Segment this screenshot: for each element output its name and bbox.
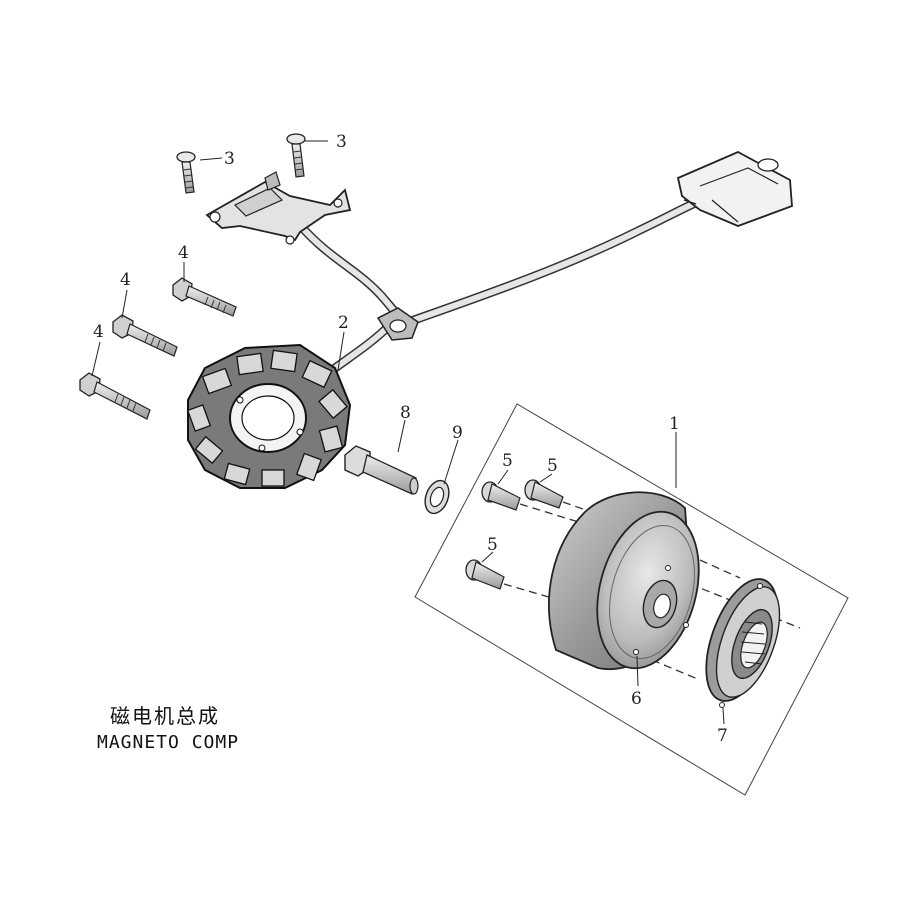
flywheel-group-frame — [414, 403, 849, 796]
callout-flywheel: 1 — [669, 414, 680, 434]
flywheel-bolt — [344, 445, 419, 495]
clutch-screw-lower — [465, 559, 505, 590]
callout-stator-harness: 2 — [338, 313, 349, 333]
callout-clutch-screw-upper-right: 5 — [547, 456, 558, 476]
washer — [424, 479, 450, 515]
harness-clamp — [376, 307, 419, 341]
leader-lines — [91, 140, 725, 725]
bracket-screw-right — [286, 133, 306, 178]
stator — [186, 343, 352, 489]
callout-stator-bolt-bottom: 4 — [93, 322, 104, 342]
callout-flywheel-bolt: 8 — [400, 403, 411, 423]
stator-bolt-top — [172, 277, 237, 317]
callout-clutch-screw-upper-left: 5 — [502, 451, 513, 471]
harness-connector — [676, 151, 793, 227]
flywheel-rotor — [548, 491, 700, 670]
callout-bracket-screw-right: 3 — [336, 132, 347, 152]
callout-bracket-screw-left: 3 — [224, 149, 235, 169]
stator-bolt-bottom — [79, 372, 151, 420]
stator-bolt-middle — [112, 314, 178, 357]
callout-dowel: 6 — [631, 689, 642, 709]
callout-stator-bolt-top: 4 — [178, 243, 189, 263]
callout-washer: 9 — [452, 423, 463, 443]
clutch-screw-upper-right — [524, 479, 564, 509]
bracket-screw-left — [176, 151, 196, 194]
starter-clutch — [705, 578, 781, 708]
callout-starter-clutch: 7 — [717, 726, 728, 746]
title-english: MAGNETO COMP — [97, 732, 240, 753]
wire-harness — [295, 198, 700, 395]
harness-bracket — [205, 171, 352, 245]
callout-stator-bolt-middle: 4 — [120, 270, 131, 290]
title-chinese: 磁电机总成 — [110, 704, 220, 728]
clutch-screw-upper-left — [481, 481, 521, 511]
callout-clutch-screw-lower: 5 — [487, 535, 498, 555]
